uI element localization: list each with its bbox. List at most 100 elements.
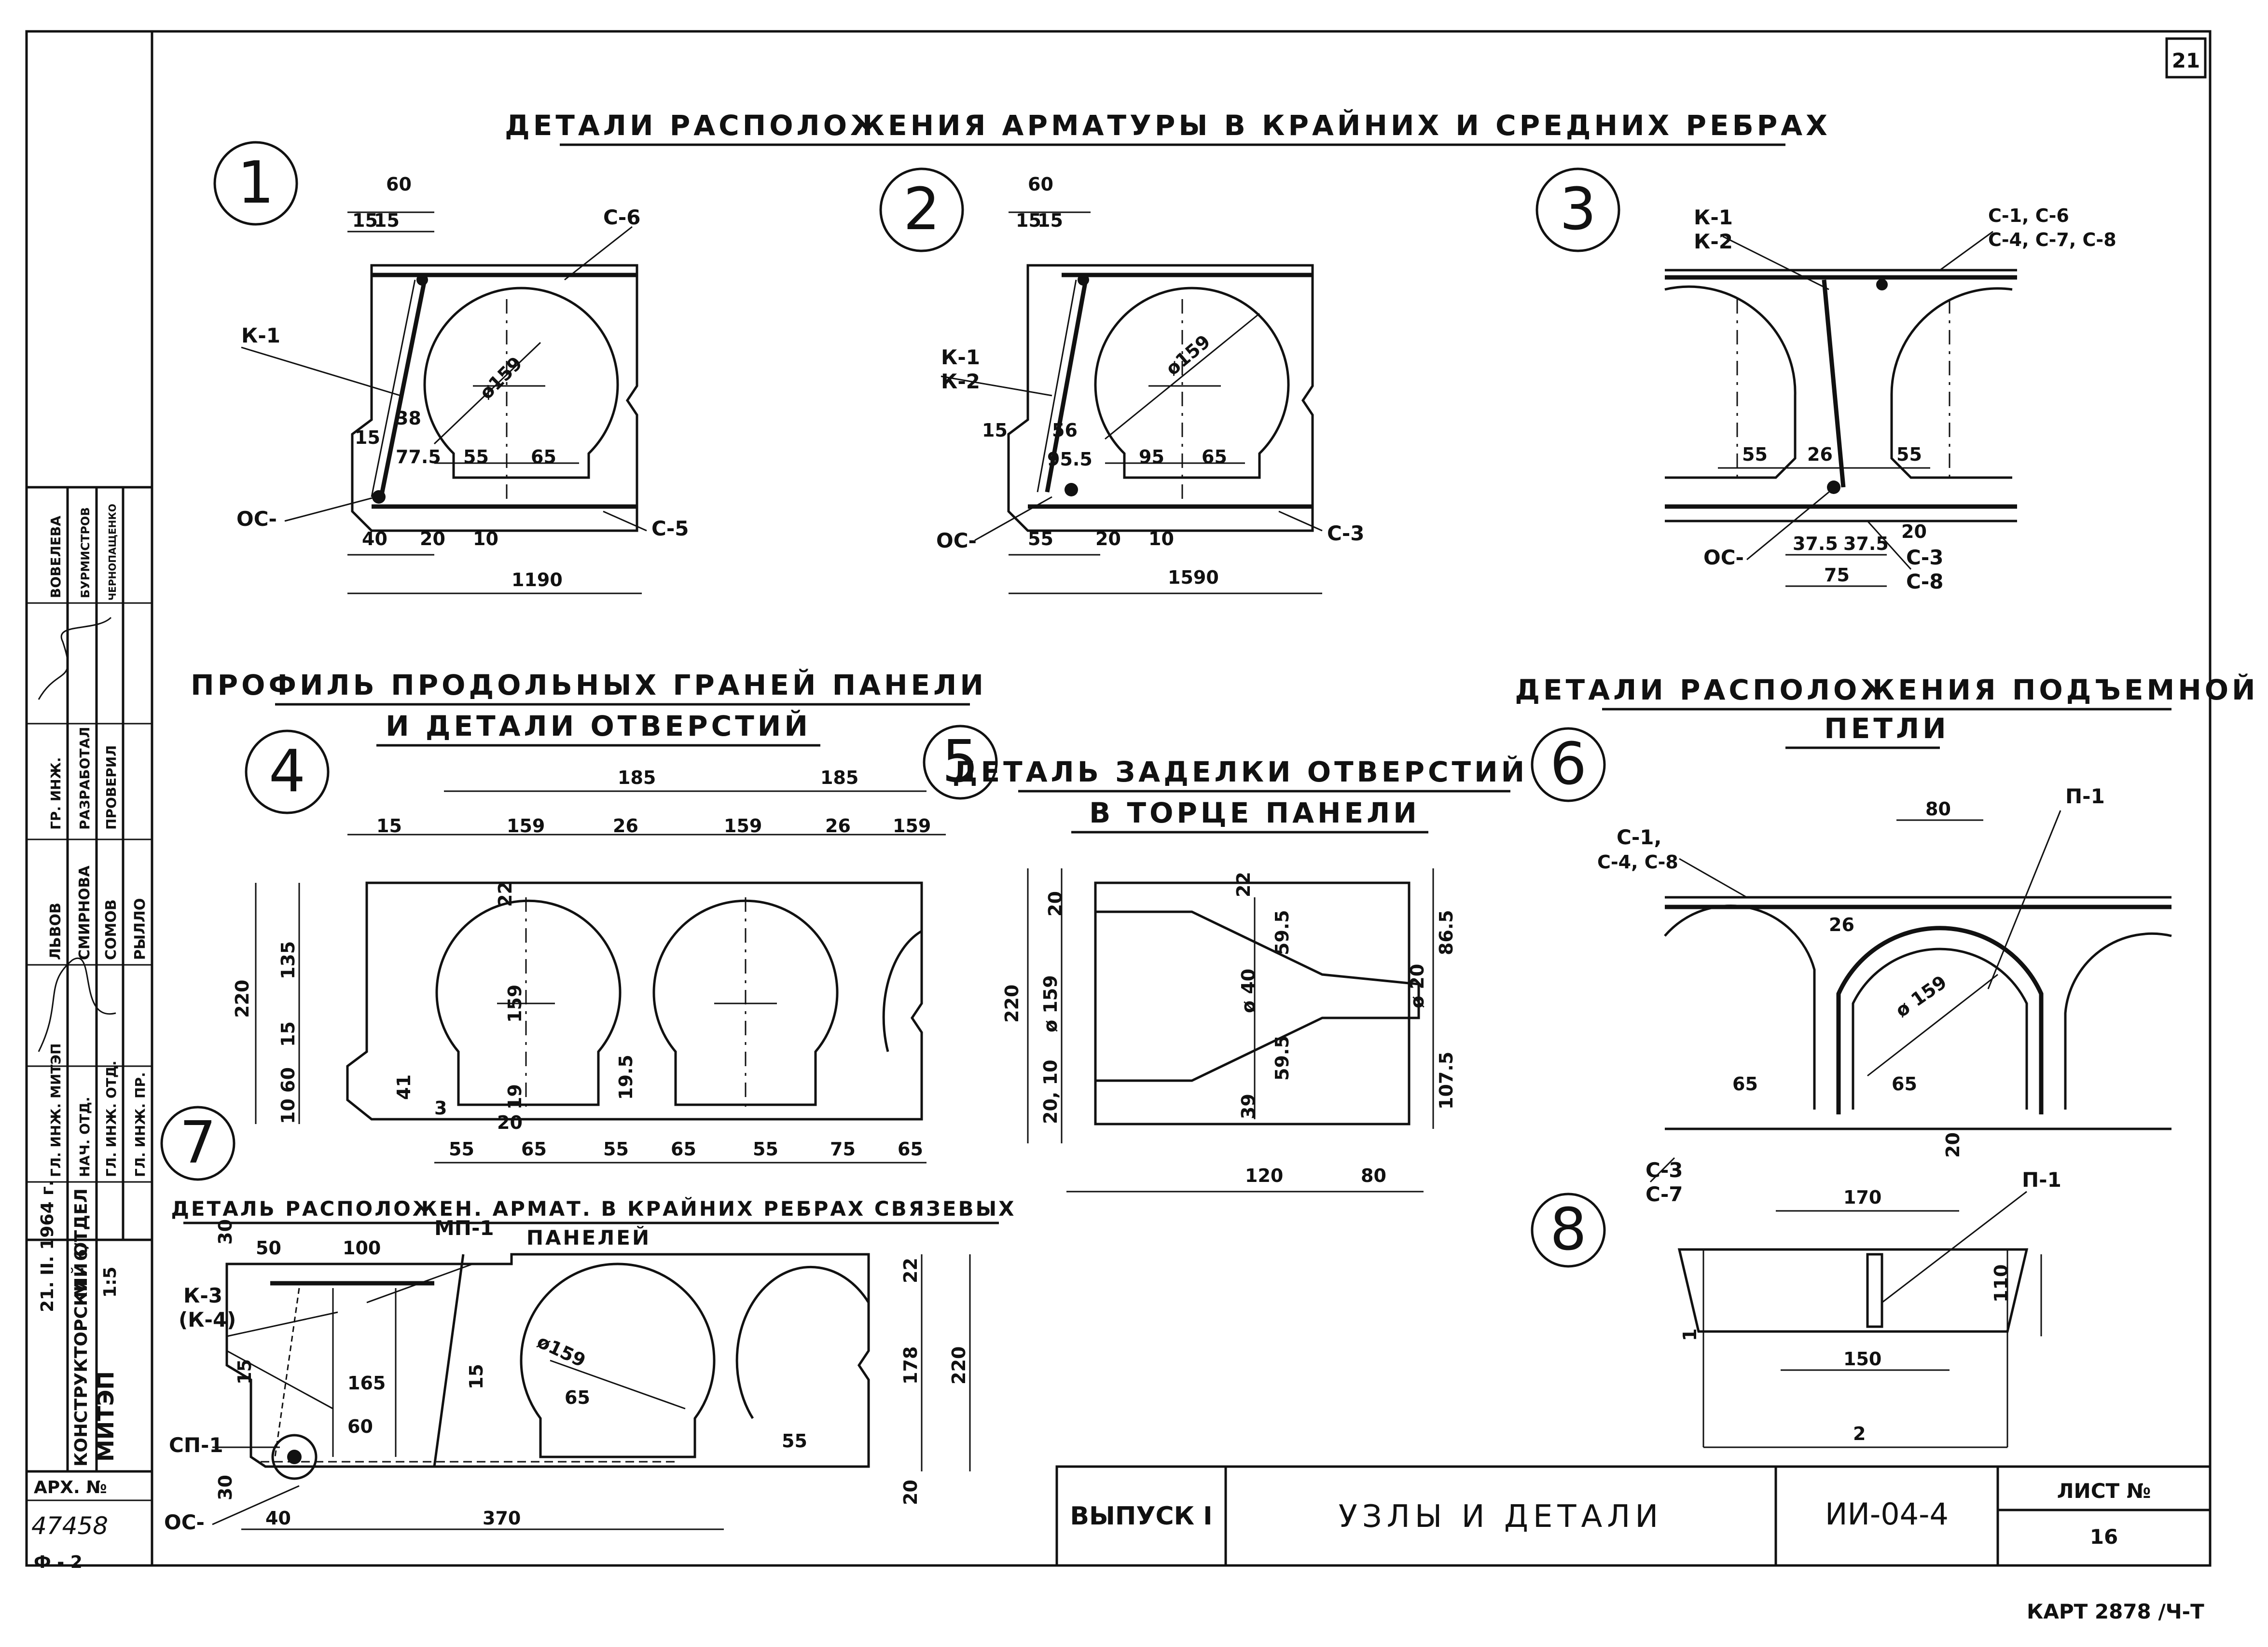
bottom-stamp: КАРТ 2878 /Ч-Т [2027, 1600, 2204, 1623]
d7-label-k4: (К-4) [179, 1308, 236, 1331]
side-role-0: ГЛ. ИНЖ. МИТЭП [48, 1043, 64, 1177]
d7-dim-165: 165 [347, 1372, 386, 1394]
d2-dim-15b: 15 [1037, 210, 1063, 231]
d3-label-oc: ОС- [1703, 546, 1744, 569]
detail-6-number: 6 [1550, 731, 1587, 798]
detail-1: 1 60 15 15 С-6 К-1 ø159 38 15 77.5 [213, 141, 689, 594]
side-arch-sub: Ф - 2 [34, 1552, 83, 1572]
d5-left-220: 220 [1001, 985, 1023, 1023]
d1-dim-38: 38 [396, 408, 421, 429]
d4-dim-159b: 159 [724, 815, 762, 837]
side-arch-no: 47458 [31, 1512, 108, 1540]
side-org: МИТЭП [93, 1371, 119, 1462]
detail-8-hook: 170 П-1 110 150 1 2 [1677, 1168, 2061, 1448]
d2-dim-1590: 1590 [1168, 567, 1219, 588]
d1-label-c5: С-5 [651, 517, 689, 540]
d4-h-220: 220 [232, 980, 253, 1018]
side-name-0: ЛЬВОВ [47, 903, 64, 960]
d3-dim-55b: 55 [1896, 444, 1922, 465]
d8-dim-170: 170 [1843, 1187, 1881, 1208]
d7-dim-50: 50 [256, 1237, 281, 1259]
d3-label-k2: К-2 [1694, 230, 1733, 253]
d2-dim-65: 65 [1202, 446, 1227, 467]
d7-dim-60: 60 [347, 1416, 373, 1437]
d3-dim-20: 20 [1901, 521, 1927, 542]
title-issue: ВЫПУСК I [1070, 1502, 1212, 1531]
d4-dim-15: 15 [376, 815, 402, 837]
side-role-6: ПРОВЕРИЛ [103, 745, 119, 830]
loop-title-line-1: ДЕТАЛИ РАСПОЛОЖЕНИЯ ПОДЪЕМНОЙ [1515, 673, 2258, 706]
d1-dim-775: 77.5 [396, 446, 441, 467]
d7-dim-30b: 30 [215, 1219, 236, 1245]
d6-label-c7: С-7 [1646, 1182, 1683, 1206]
d1-label-oc: ОС- [236, 507, 277, 531]
detail-2-void [1094, 287, 1290, 479]
d6-label-c1: С-1, [1617, 825, 1661, 849]
detail-5-seal: 20 220 ø 159 20, 10 22 59.5 ø 40 59.5 39… [1001, 868, 1457, 1193]
d1-dim-15b: 15 [374, 210, 400, 231]
d7-label-sp1: СП-1 [169, 1433, 223, 1457]
detail-2-marker [879, 167, 964, 252]
d7-dim-220: 220 [948, 1346, 969, 1385]
detail-1-outline [351, 264, 638, 532]
d2-dim-10: 10 [1148, 528, 1174, 549]
d6-label-c4c8: С-4, С-8 [1597, 851, 1678, 873]
d2-label-c3: С-3 [1327, 522, 1364, 545]
seal-title-line-1: ДЕТАЛЬ ЗАДЕЛКИ ОТВЕРСТИЙ [953, 755, 1528, 788]
d3-dim-375b: 37.5 [1843, 533, 1889, 554]
side-role-3: ГЛ. ИНЖ. ПР. [132, 1072, 148, 1177]
d4-b-65c: 65 [898, 1139, 923, 1160]
d5-r-865: 86.5 [1436, 910, 1457, 955]
d1-dim-65: 65 [531, 446, 556, 467]
d3-label-k1: К-1 [1694, 206, 1733, 229]
side-role-4: ГР. ИНЖ. [48, 757, 64, 830]
side-scale: 1:5 [100, 1267, 120, 1298]
d2-dim-60: 60 [1028, 174, 1053, 195]
main-title: ДЕТАЛИ РАСПОЛОЖЕНИЯ АРМАТУРЫ В КРАЙНИХ И… [505, 109, 1831, 142]
d4-top-185a: 185 [618, 767, 656, 788]
side-name-1: СМИРНОВА [76, 865, 93, 960]
loop-title-line-2: ПЕТЛИ [1824, 712, 1949, 745]
d7-dim-65: 65 [565, 1387, 590, 1408]
title-sheet-no: 16 [2090, 1525, 2118, 1549]
d6-label-p1: П-1 [2065, 784, 2105, 808]
side-code: М - 6/ [71, 1242, 91, 1298]
d4-b-55c: 55 [753, 1139, 778, 1160]
d3-dim-75: 75 [1824, 564, 1850, 586]
d5-in-dia40: ø 40 [1238, 969, 1259, 1013]
detail-2: 2 60 15 15 К-1 К-2 ø159 15 56 95.5 95 65… [879, 167, 1364, 594]
d7-dim-22: 22 [900, 1258, 921, 1283]
side-name-4: ВОВЕЛЕВА [48, 516, 64, 598]
detail-3-number: 3 [1560, 176, 1596, 243]
d2-label-k1: К-1 [941, 345, 980, 369]
d1-dim-1190: 1190 [512, 569, 563, 590]
d5-b-80: 80 [1361, 1165, 1386, 1186]
d3-label-c3: С-3 [1906, 546, 1943, 569]
side-dept: КОНСТРУКТОРСКИЙ ОТДЕЛ [71, 1188, 91, 1467]
signature-1 [38, 958, 116, 1052]
d1-dim-20: 20 [420, 528, 445, 549]
detail-1-number: 1 [237, 150, 274, 217]
d7-dim-55: 55 [782, 1430, 807, 1452]
d5-left-2010: 20, 10 [1040, 1060, 1061, 1124]
side-role-5: РАЗРАБОТАЛ [77, 727, 93, 830]
detail-1-marker [213, 141, 298, 226]
d5-left-dia: ø 159 [1040, 975, 1061, 1032]
d1-dim-10: 10 [473, 528, 498, 549]
d2-dim-15c: 15 [982, 420, 1008, 441]
d4-b-55a: 55 [449, 1139, 474, 1160]
d1-label-k1: К-1 [241, 324, 280, 347]
d1-dim-dia: ø159 [475, 353, 526, 404]
title-name: УЗЛЫ И ДЕТАЛИ [1339, 1499, 1663, 1535]
d8-dim-110: 110 [1991, 1264, 2012, 1303]
detail-7-number: 7 [180, 1110, 216, 1177]
d2-label-k2: К-2 [941, 370, 980, 393]
d1-dim-40: 40 [362, 528, 387, 549]
d6-dim-20: 20 [1942, 1132, 1964, 1158]
d2-dim-55: 55 [1028, 528, 1053, 549]
d4-h-10: 10 [277, 1098, 299, 1124]
corner-number-text: 21 [2172, 49, 2200, 72]
signature-2 [38, 617, 112, 700]
side-block: МИТЭП КОНСТРУКТОРСКИЙ ОТДЕЛ 21. II. 1964… [27, 486, 152, 1572]
